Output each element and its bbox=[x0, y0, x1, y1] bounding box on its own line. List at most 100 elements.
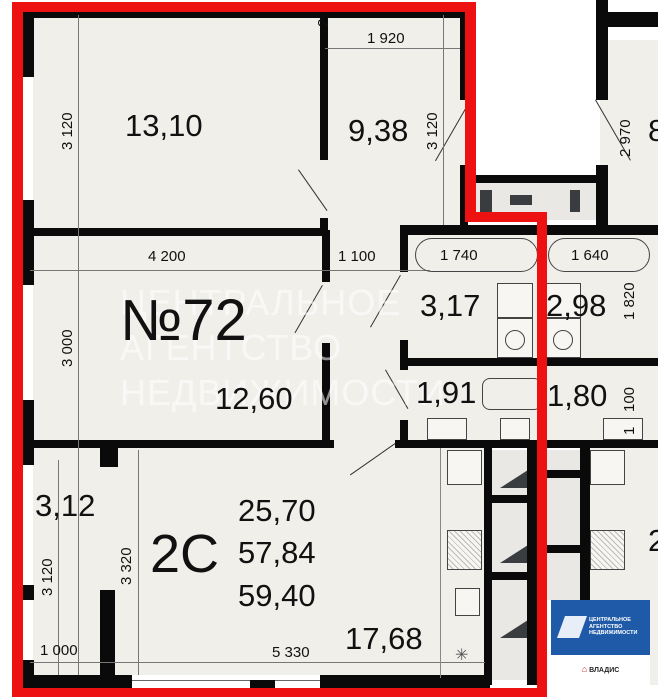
dim-3320: 3 320 bbox=[118, 547, 135, 585]
wall-living-top bbox=[22, 440, 334, 448]
wall-closet-left bbox=[484, 440, 492, 685]
toilet-wc bbox=[500, 418, 530, 440]
apartment-type: 2С bbox=[150, 524, 220, 584]
area-bedroom-2: 12,60 bbox=[215, 381, 293, 416]
kitchen-sink bbox=[447, 450, 482, 485]
logo-line3: НЕДВИЖИМОСТИ bbox=[589, 630, 638, 636]
house-icon: ⌂ bbox=[581, 664, 588, 674]
wall-bedroom2-right-upper bbox=[322, 230, 330, 282]
dim-line-v-loggia bbox=[58, 460, 59, 675]
dim-line-h-1920 bbox=[325, 48, 460, 49]
wall-left-mid2 bbox=[22, 400, 34, 465]
agency-logo-text: ЦЕНТРАЛЬНОЕ АГЕНТСТВО НЕДВИЖИМОСТИ bbox=[589, 617, 637, 637]
wall-left-mid1 bbox=[22, 200, 34, 285]
sink-wc-1 bbox=[427, 418, 467, 440]
washer-drum-2 bbox=[553, 330, 573, 350]
wall-bottom bbox=[22, 675, 132, 690]
wall-neighbor-left-2 bbox=[596, 165, 608, 230]
dim-1920: 1 920 bbox=[367, 30, 405, 47]
wall-bedroom-divider bbox=[22, 228, 328, 236]
area-bathroom-2: 2,98 bbox=[546, 288, 607, 323]
dim-1820: 1 820 bbox=[621, 282, 638, 320]
partner-logo: ⌂ ВЛАДИС bbox=[551, 664, 650, 674]
dim-line-v1 bbox=[78, 15, 79, 675]
area-wc-1: 1,91 bbox=[416, 375, 477, 410]
area-wc-2: 1,80 bbox=[547, 378, 608, 413]
wall-bedroom2-right-lower bbox=[322, 343, 330, 443]
area-loggia: 3,12 bbox=[35, 488, 96, 523]
lobby-area bbox=[470, 0, 600, 180]
watermark-line2: АГЕНТСТВО bbox=[120, 327, 343, 368]
dim-line-v-3320 bbox=[138, 450, 139, 675]
outline-right-upper bbox=[465, 2, 476, 220]
outline-top bbox=[12, 2, 476, 12]
wall-neighbor-kitchen-left bbox=[580, 445, 590, 685]
outline-step bbox=[465, 212, 545, 222]
washer-bath-1 bbox=[497, 318, 533, 358]
closet-shade-1 bbox=[480, 190, 492, 212]
dim-5330: 5 330 bbox=[272, 644, 310, 661]
sink-bath-1 bbox=[497, 283, 533, 318]
dim-line-h-4200 bbox=[30, 270, 430, 271]
outline-left bbox=[12, 2, 23, 697]
closet-shelf-4 bbox=[545, 545, 580, 553]
partner-name: ВЛАДИС bbox=[589, 667, 620, 674]
wall-bath-left-lower bbox=[400, 420, 408, 445]
logo-line1: ЦЕНТРАЛЬНОЕ bbox=[589, 617, 631, 623]
neighbor-label-top: 8 bbox=[648, 113, 658, 148]
wall-bottom-right bbox=[320, 675, 490, 690]
sink-wc-2 bbox=[603, 418, 643, 440]
neighbor-right-floor bbox=[600, 40, 658, 230]
dim-1740: 1 740 bbox=[440, 247, 478, 264]
window-bottom bbox=[132, 680, 250, 689]
wall-left-lower bbox=[22, 585, 34, 600]
wall-bedroom1-right-upper bbox=[320, 15, 328, 160]
dim-4200: 4 200 bbox=[148, 248, 186, 265]
closet-shelf-2 bbox=[487, 572, 529, 580]
agency-logo: ЦЕНТРАЛЬНОЕ АГЕНТСТВО НЕДВИЖИМОСТИ ⌂ ВЛА… bbox=[551, 600, 650, 692]
wall-bedroom1-right-lower bbox=[320, 218, 328, 235]
closet-shade-3 bbox=[570, 190, 580, 212]
closet-shelf-1 bbox=[487, 495, 529, 503]
agency-emblem-icon bbox=[556, 616, 588, 638]
window-left-2 bbox=[24, 285, 33, 400]
area-bedroom-1: 13,10 bbox=[125, 108, 203, 143]
area-summary-total: 57,84 bbox=[238, 535, 316, 570]
dim-1-small: 1 bbox=[621, 426, 638, 435]
outline-bottom bbox=[12, 688, 547, 697]
kitchen-counter-line bbox=[440, 448, 441, 678]
closet-column-left bbox=[490, 450, 528, 680]
dim-3120-room-small: 3 120 bbox=[424, 112, 441, 150]
dim-100: 100 bbox=[621, 386, 638, 412]
logo-line2: АГЕНТСТВО bbox=[589, 623, 623, 630]
wall-bath-left-upper bbox=[400, 230, 408, 272]
wall-room-small-right-2 bbox=[460, 165, 468, 225]
outline-right-lower bbox=[537, 212, 547, 697]
dim-2970: 2 970 bbox=[617, 119, 634, 157]
dim-3000: 3 000 bbox=[59, 329, 76, 367]
wall-closet-top bbox=[468, 175, 603, 183]
closet-shelf-3 bbox=[545, 470, 580, 478]
kitchen-stove bbox=[447, 530, 482, 570]
window-left-4 bbox=[24, 600, 33, 660]
wall-room-small-right bbox=[460, 12, 468, 100]
neighbor-stove bbox=[590, 530, 625, 570]
neighbor-label-bottom: 2 bbox=[648, 523, 658, 558]
kitchen-fridge bbox=[455, 588, 480, 616]
area-bathroom-1: 3,17 bbox=[420, 288, 481, 323]
dim-1000: 1 000 bbox=[40, 642, 78, 659]
area-room-small: 9,38 bbox=[348, 113, 409, 148]
wall-left-upper bbox=[22, 12, 34, 77]
dim-1640: 1 640 bbox=[571, 247, 609, 264]
wall-neighbor-top bbox=[600, 12, 658, 27]
dim-line-h-5330 bbox=[30, 662, 485, 663]
wall-bath-left-mid bbox=[400, 340, 408, 370]
washer-drum-1 bbox=[505, 330, 525, 350]
area-summary-with-loggia: 59,40 bbox=[238, 578, 316, 613]
wall-top bbox=[22, 12, 465, 18]
bedroom-1-floor bbox=[30, 15, 325, 235]
dim-line-v-right bbox=[443, 15, 444, 225]
neighbor-sink bbox=[590, 450, 625, 485]
wall-bath-top bbox=[400, 225, 658, 235]
wall-bath-bottom bbox=[395, 440, 658, 448]
